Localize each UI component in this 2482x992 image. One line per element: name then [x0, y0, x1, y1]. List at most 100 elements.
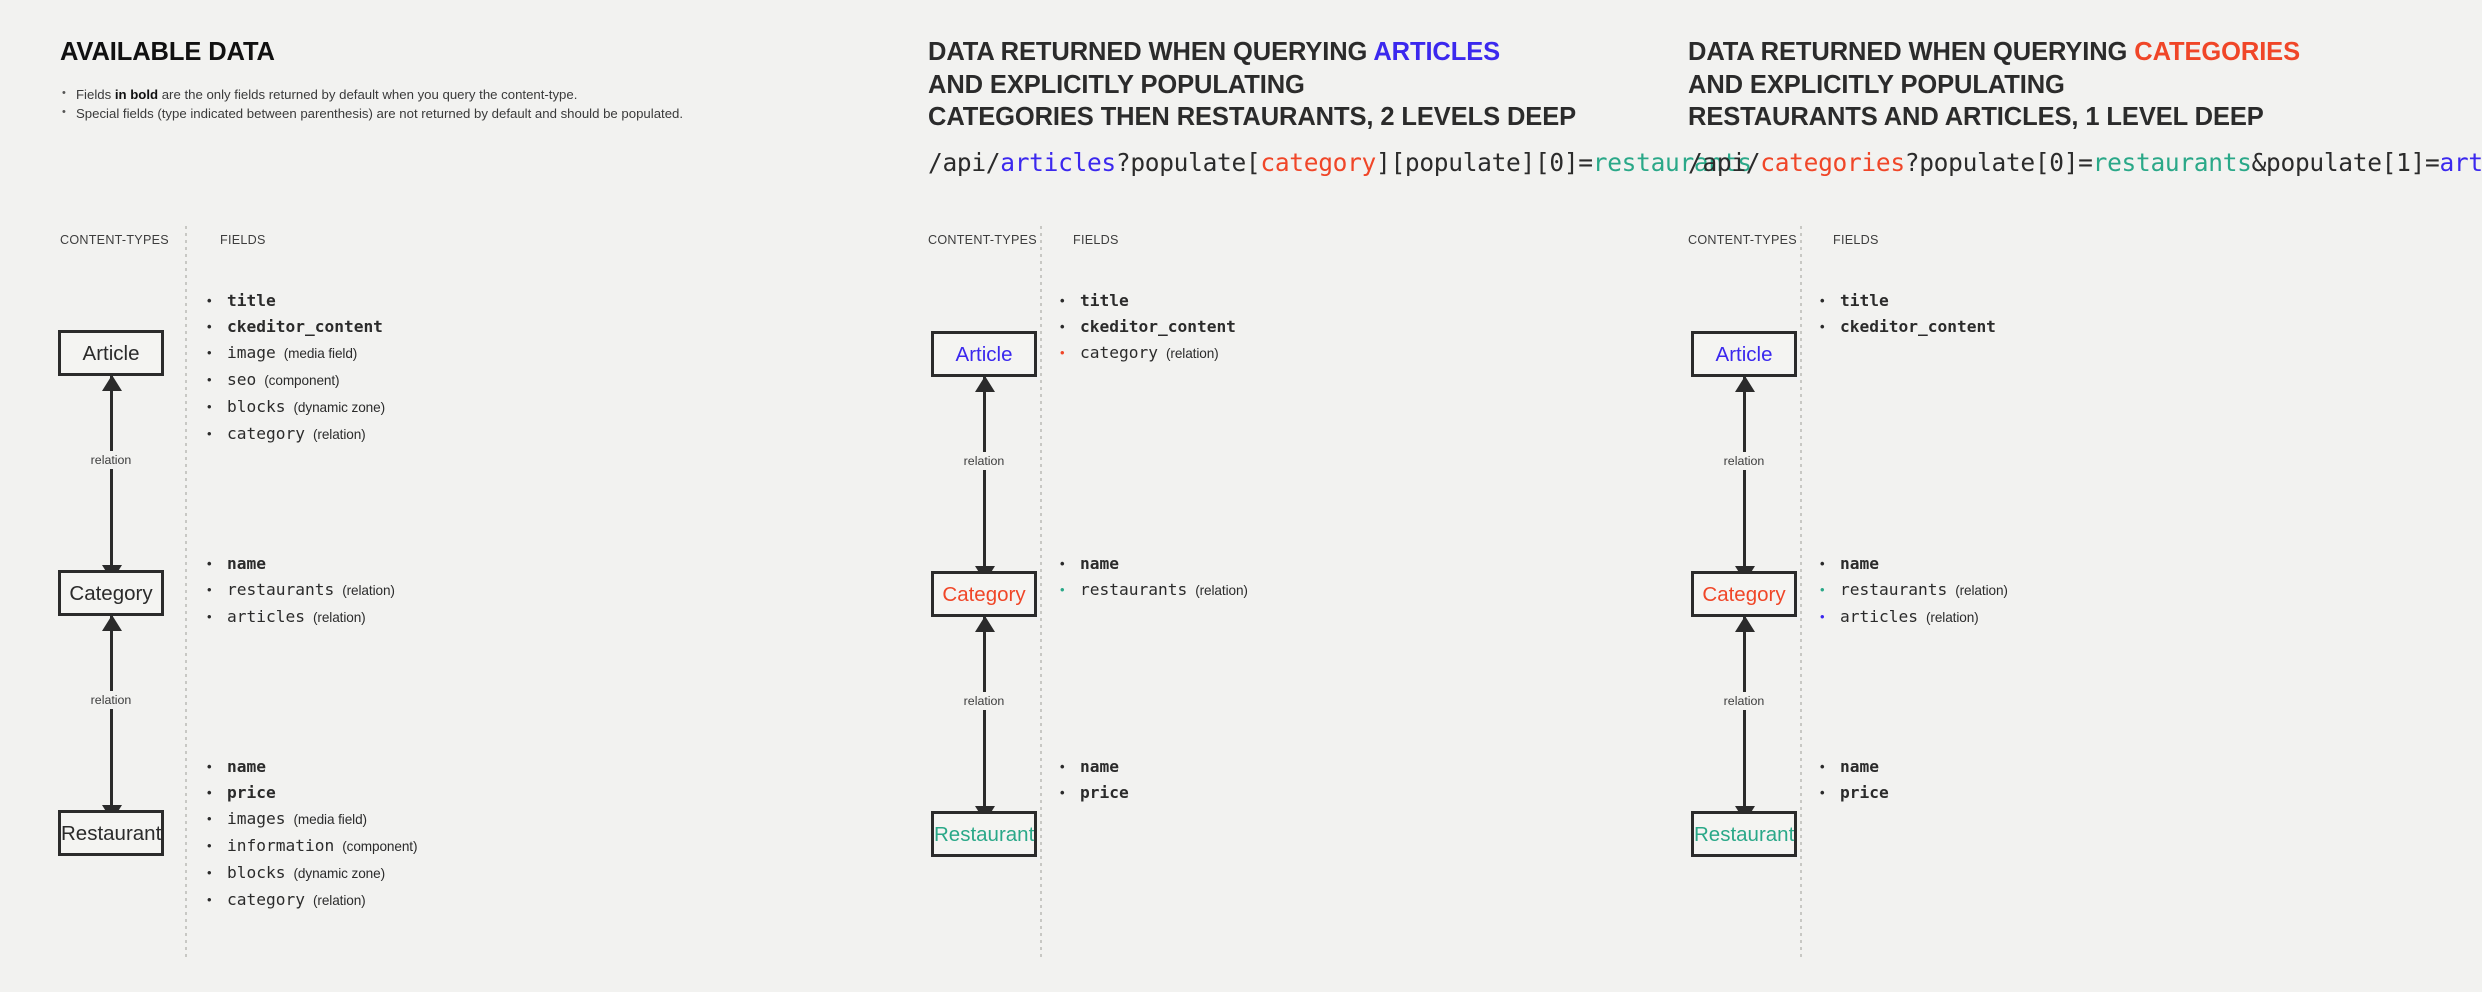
relation-arrow-article-category	[110, 376, 113, 580]
relation-label: relation	[83, 451, 139, 469]
field-name: restaurants	[1840, 580, 1948, 599]
field-item: ckeditor_content	[205, 314, 385, 340]
relation-arrow-category-restaurant	[110, 616, 113, 820]
field-name: images	[227, 809, 286, 828]
field-item: seo(component)	[205, 367, 385, 394]
column-label-content-types: CONTENT-TYPES	[60, 233, 169, 247]
api-path-segment: ?populate[0]=	[1904, 148, 2093, 177]
field-name: category	[227, 890, 305, 909]
fields-article: title ckeditor_content category (relation)	[1058, 288, 1236, 367]
api-path-segment: /api/	[1688, 148, 1761, 177]
field-name: price	[1080, 783, 1129, 802]
panel3-api-path[interactable]: /api/categories?populate[0]=restaurants&…	[1688, 148, 2482, 177]
field-item: ckeditor_content	[1818, 314, 1996, 340]
field-type: (relation)	[1195, 583, 1248, 598]
field-name: seo	[227, 370, 257, 389]
field-name: articles	[1840, 607, 1918, 626]
field-name: ckeditor_content	[227, 317, 383, 336]
title-line: AND EXPLICITLY POPULATING	[928, 69, 1728, 102]
field-item: name	[1818, 551, 2008, 577]
panel-available-data: AVAILABLE DATA Fields in bold are the on…	[0, 0, 855, 992]
field-item: category (relation)	[1058, 340, 1236, 367]
field-name: ckeditor_content	[1840, 317, 1996, 336]
title-segment: CATEGORIES	[2134, 38, 2300, 66]
column-label-fields: FIELDS	[220, 233, 266, 247]
field-name: name	[1080, 757, 1119, 776]
content-type-box-article[interactable]: Article	[1691, 331, 1797, 377]
column-divider	[1800, 226, 1802, 961]
field-type: (media field)	[293, 812, 367, 827]
api-path-segment: category	[1260, 148, 1376, 177]
field-type: (relation)	[342, 583, 395, 598]
field-item: restaurants(relation)	[1818, 577, 2008, 604]
field-name: articles	[227, 607, 305, 626]
content-type-box-category[interactable]: Category	[931, 571, 1037, 617]
api-path-segment: articles	[1000, 148, 1116, 177]
field-item: ckeditor_content	[1058, 314, 1236, 340]
relation-label: relation	[956, 452, 1012, 470]
title-line: DATA RETURNED WHEN QUERYING ARTICLES	[928, 36, 1728, 69]
field-item: restaurants (relation)	[205, 577, 395, 604]
field-item: name	[205, 754, 417, 780]
api-path-segment: ?populate[	[1115, 148, 1261, 177]
field-name: title	[227, 291, 276, 310]
field-item: image(media field)	[205, 340, 385, 367]
field-name: restaurants	[227, 580, 335, 599]
field-item: price	[1818, 780, 1889, 806]
field-type: (relation)	[312, 427, 366, 442]
title-segment: AND EXPLICITLY POPULATING	[1688, 70, 2065, 99]
title-segment: DATA RETURNED WHEN QUERYING	[1688, 38, 2135, 66]
fields-category: name restaurants (relation) articles(relati…	[205, 551, 395, 631]
column-label-content-types: CONTENT-TYPES	[1688, 233, 1797, 247]
api-path-segment: ][populate][0]=	[1376, 148, 1593, 177]
content-type-box-category[interactable]: Category	[58, 570, 164, 616]
field-name: blocks	[227, 863, 286, 882]
content-type-box-restaurant[interactable]: Restaurant	[58, 810, 164, 856]
field-item: title	[205, 288, 385, 314]
column-label-content-types: CONTENT-TYPES	[928, 233, 1037, 247]
field-type: (dynamic zone)	[293, 400, 386, 415]
content-type-box-restaurant[interactable]: Restaurant	[1691, 811, 1797, 857]
field-name: title	[1080, 291, 1129, 310]
column-divider	[1040, 226, 1042, 961]
content-type-box-article[interactable]: Article	[931, 331, 1037, 377]
field-name: ckeditor_content	[1080, 317, 1236, 336]
content-type-label: Restaurant	[934, 823, 1035, 846]
field-type: (relation)	[1165, 346, 1219, 361]
content-type-box-article[interactable]: Article	[58, 330, 164, 376]
field-item: category (relation)	[205, 421, 385, 448]
note-pre: Fields	[76, 86, 115, 102]
field-name: title	[1840, 291, 1889, 310]
field-item: blocks(dynamic zone)	[205, 394, 385, 421]
note-post: are the only fields returned by default …	[158, 86, 578, 102]
note-item: Fields in bold are the only fields retur…	[60, 84, 860, 104]
field-item: articles(relation)	[205, 604, 395, 631]
column-label-fields: FIELDS	[1833, 233, 1879, 247]
fields-article: title ckeditor_content	[1818, 288, 1996, 340]
content-type-box-category[interactable]: Category	[1691, 571, 1797, 617]
field-name: price	[1840, 783, 1889, 802]
field-item: category(relation)	[205, 887, 417, 914]
panel2-api-path[interactable]: /api/articles?populate[category][populat…	[928, 148, 1752, 177]
field-name: information	[227, 836, 335, 855]
field-item: title	[1818, 288, 1996, 314]
field-name: category	[227, 424, 305, 443]
relation-label: relation	[1716, 692, 1772, 710]
field-name: image	[227, 343, 276, 362]
title-line: DATA RETURNED WHEN QUERYING CATEGORIES	[1688, 36, 2482, 69]
page-title: AVAILABLE DATA	[60, 38, 275, 66]
field-item: name	[1058, 754, 1129, 780]
fields-restaurant: name price	[1818, 754, 1889, 806]
api-path-segment: /api/	[928, 148, 1001, 177]
title-segment: ARTICLES	[1373, 38, 1501, 66]
content-type-box-restaurant[interactable]: Restaurant	[931, 811, 1037, 857]
field-name: name	[227, 554, 266, 573]
content-type-label: Category	[942, 583, 1026, 606]
field-name: name	[1840, 757, 1879, 776]
field-name: category	[1080, 343, 1158, 362]
content-type-label: Category	[1702, 583, 1786, 606]
